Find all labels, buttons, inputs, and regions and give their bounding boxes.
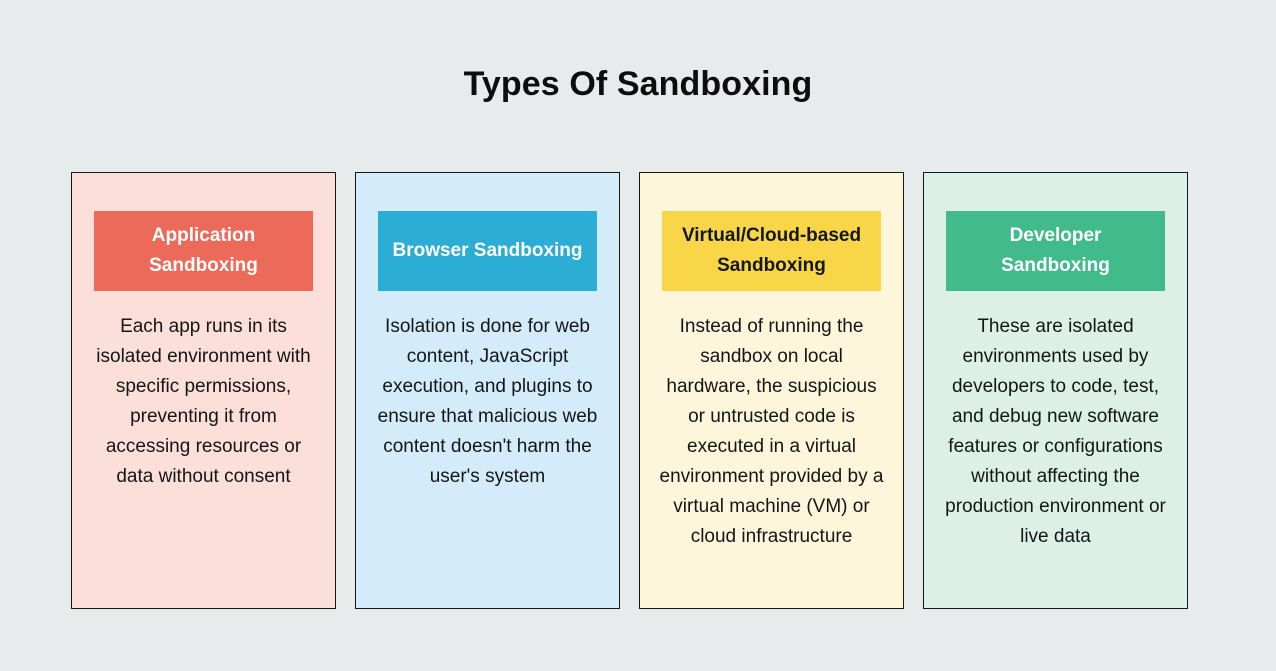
card-header-browser-sandboxing: Browser Sandboxing (378, 211, 597, 291)
card-body-developer-sandboxing: These are isolated environments used by … (945, 316, 1166, 547)
card-body-browser-sandboxing: Isolation is done for web content, JavaS… (377, 316, 598, 487)
card-developer-sandboxing: Developer Sandboxing These are isolated … (923, 172, 1188, 609)
card-application-sandboxing: Application Sandboxing Each app runs in … (71, 172, 336, 609)
card-header-application-sandboxing: Application Sandboxing (94, 211, 313, 291)
card-body-virtual-cloud-based-sandboxing: Instead of running the sandbox on local … (659, 316, 884, 547)
card-browser-sandboxing: Browser Sandboxing Isolation is done for… (355, 172, 620, 609)
page-title: Types Of Sandboxing (463, 65, 813, 103)
card-header-virtual-cloud-based-sandboxing: Virtual/Cloud-based Sandboxing (662, 211, 881, 291)
card-virtual-cloud-based-sandboxing: Virtual/Cloud-based Sandboxing Instead o… (639, 172, 904, 609)
card-body-application-sandboxing: Each app runs in its isolated environmen… (96, 316, 311, 487)
card-header-developer-sandboxing: Developer Sandboxing (946, 211, 1165, 291)
sandboxing-types-card-row: Application Sandboxing Each app runs in … (71, 172, 1188, 609)
